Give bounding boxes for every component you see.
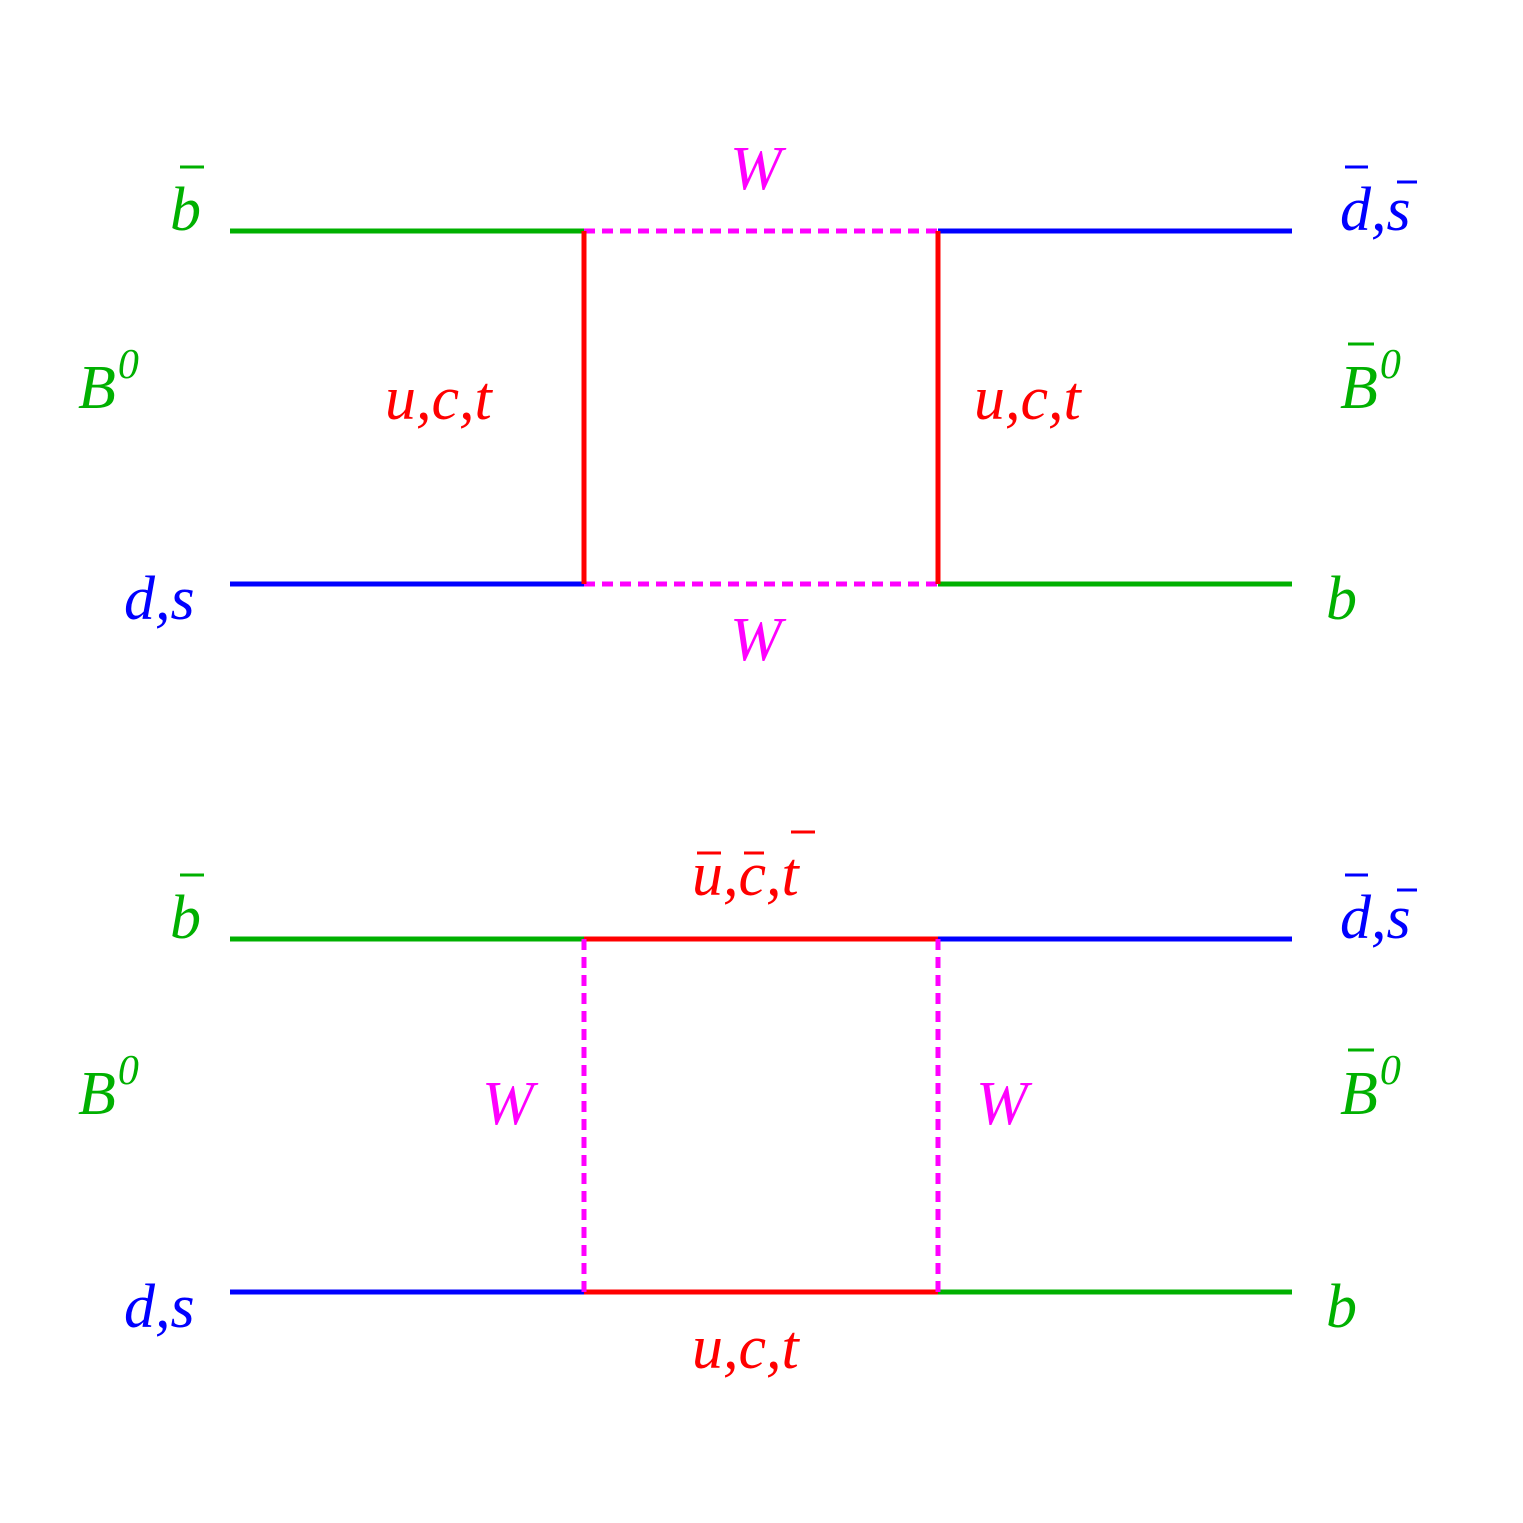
label-b-out: b — [1326, 565, 1357, 633]
label-b0-letter: B — [78, 354, 116, 422]
box-diagram-1: b d,s B0 d,s b B0 W W u,c,t u,c,t — [78, 135, 1417, 674]
label-quark-bottom: u,c,t — [692, 1314, 801, 1382]
label-b0-bar-sup: 0 — [1380, 1048, 1401, 1094]
label-w-bottom: W — [730, 606, 787, 674]
label-quark-left: u,c,t — [385, 365, 494, 433]
label-b0-bar-letter: B — [1340, 1060, 1378, 1128]
label-d-s: d,s — [124, 565, 195, 633]
label-antiquark-top: u,c,t — [692, 841, 801, 909]
label-w-left: W — [482, 1070, 539, 1138]
label-quark-right: u,c,t — [974, 365, 1083, 433]
label-b-bar: b — [170, 884, 201, 952]
label-b0-bar-letter: B — [1340, 354, 1378, 422]
label-b0: B0 — [78, 1048, 139, 1128]
label-b0-sup: 0 — [118, 1048, 139, 1094]
label-d-s: d,s — [124, 1273, 195, 1341]
label-w-right: W — [976, 1070, 1033, 1138]
label-w-top: W — [730, 135, 787, 203]
label-b0-bar-sup: 0 — [1380, 342, 1401, 388]
label-b0: B0 — [78, 342, 139, 422]
label-b0-bar: B0 — [1340, 1048, 1401, 1128]
label-b0-bar: B0 — [1340, 342, 1401, 422]
box-diagram-2: b d,s B0 d,s b B0 u,c,t u,c,t W W — [78, 830, 1417, 1382]
label-d-s-bar: d,s — [1340, 884, 1411, 952]
label-b0-letter: B — [78, 1060, 116, 1128]
label-b-bar: b — [170, 176, 201, 244]
label-b-out: b — [1326, 1273, 1357, 1341]
label-d-s-bar: d,s — [1340, 176, 1411, 244]
label-b0-sup: 0 — [118, 342, 139, 388]
